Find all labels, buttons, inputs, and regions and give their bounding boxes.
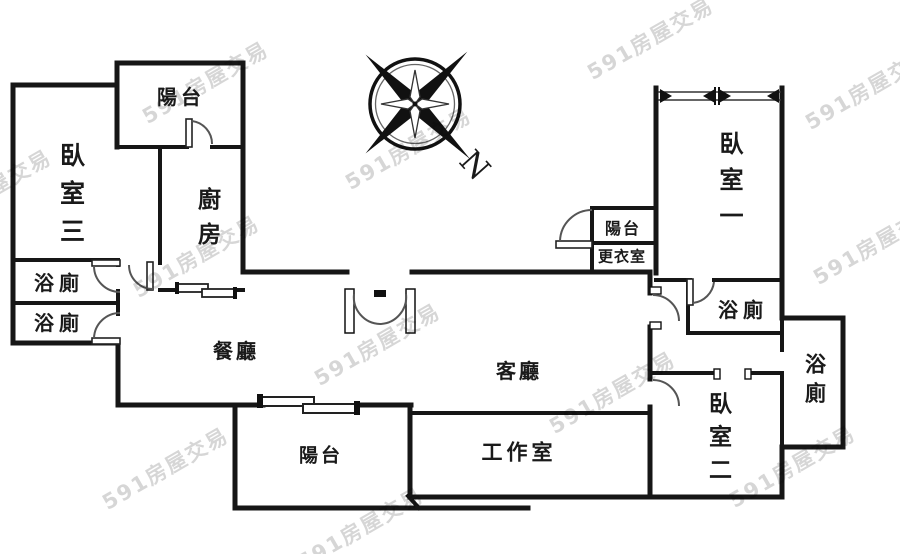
door-panel-bath1 [91,259,121,267]
door-jamb-corridor-bottom [649,321,662,330]
compass-rose [365,51,471,160]
room-label-bath-right-side: 浴廁 [802,353,827,411]
room-label-bath-left-upper: 浴廁 [34,271,84,295]
room-label-balcony-bottom: 陽台 [298,444,344,467]
door-jamb-entry-left [344,288,355,334]
door-arc-entry-left [352,293,381,325]
room-label-bedroom1: 臥室一 [715,131,743,239]
door-panel-balcony-right [555,240,593,249]
room-label-living: 客廳 [496,359,542,383]
window-dining-sliding [257,394,360,415]
room-label-bath-right-upper: 浴廁 [718,298,768,322]
doors [91,118,752,407]
room-label-workroom: 工作室 [481,440,557,465]
door-arc-bedroom2 [652,379,680,407]
door-jamb-entry-right [405,288,416,334]
window-bedroom1-top [658,87,781,105]
outer-walls [10,60,846,511]
room-label-dressing-room: 更衣室 [597,247,647,266]
room-label-bedroom3: 臥室三 [56,142,86,256]
room-label-balcony-top: 陽台 [157,85,205,109]
door-arc-entry-right [379,293,408,325]
door-arc-kitchen-balcony [191,120,214,145]
door-panel-bath-right-upper [686,278,694,306]
door-jamb-bedroom2-left [713,368,721,380]
room-label-bedroom2: 臥室二 [704,391,731,491]
door-panel-kitchen-balcony [185,118,193,148]
door-arc-kitchen [128,264,154,290]
door-arc-bath-right-upper [692,281,715,304]
room-label-bath-left-lower: 浴廁 [34,311,84,335]
door-panel-bath2 [91,337,121,345]
door-stile-entry [374,290,386,297]
room-label-dining: 餐廳 [213,339,259,363]
door-arc-bath1 [93,265,121,293]
room-label-kitchen: 廚房 [193,187,220,257]
door-jamb-corridor-top [649,286,662,295]
window-kitchen-sliding [175,282,237,299]
door-jamb-bedroom2-right [744,368,752,380]
door-arc-corridor [652,294,680,322]
door-panel-kitchen [146,261,154,291]
door-arc-bath2 [93,312,121,339]
door-arc-balcony-right [559,209,593,242]
room-label-balcony-right: 陽台 [604,219,642,238]
